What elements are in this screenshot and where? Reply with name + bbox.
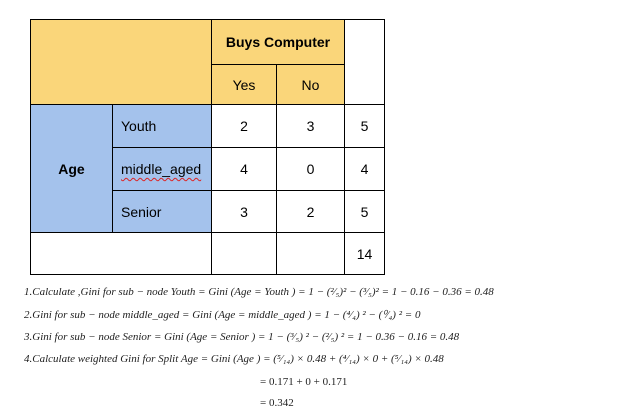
no-header: No: [276, 64, 345, 105]
grand-total-cell: 14: [344, 232, 385, 275]
cell-middle-aged-yes: 4: [211, 147, 277, 191]
top-right-empty-cell: [344, 19, 385, 105]
gini-contingency-table: Buys Computer Yes No Age Youth 2 3 5 mid…: [30, 19, 385, 275]
calc-line-sum: = 0.171 + 0 + 0.171: [260, 376, 348, 388]
formula-line-youth: 1.Calculate ,Gini for sub − node Youth =…: [24, 286, 494, 298]
cell-youth-yes: 2: [211, 104, 277, 148]
cell-senior-no: 2: [276, 190, 345, 233]
row-label-middle-aged: middle_aged: [112, 147, 212, 191]
corner-cell: [30, 19, 212, 105]
age-row-header: Age: [30, 104, 113, 233]
cell-youth-total: 5: [344, 104, 385, 148]
formula-line-senior: 3.Gini for sub − node Senior = Gini (Age…: [24, 331, 460, 343]
formula-line-middle-aged: 2.Gini for sub − node middle_aged = Gini…: [24, 309, 421, 321]
cell-middle-aged-no: 0: [276, 147, 345, 191]
totals-empty-cell-2: [211, 232, 277, 275]
yes-header: Yes: [211, 64, 277, 105]
cell-senior-yes: 3: [211, 190, 277, 233]
cell-youth-no: 3: [276, 104, 345, 148]
totals-empty-cell-3: [276, 232, 345, 275]
formula-line-weighted: 4.Calculate weighted Gini for Split Age …: [24, 353, 444, 365]
calc-line-result: = 0.342: [260, 397, 294, 409]
row-label-youth: Youth: [112, 104, 212, 148]
row-label-senior: Senior: [112, 190, 212, 233]
cell-middle-aged-total: 4: [344, 147, 385, 191]
middle-aged-label-text: middle_aged: [121, 161, 202, 177]
totals-empty-cell-1: [30, 232, 212, 275]
buys-computer-header: Buys Computer: [211, 19, 345, 65]
cell-senior-total: 5: [344, 190, 385, 233]
